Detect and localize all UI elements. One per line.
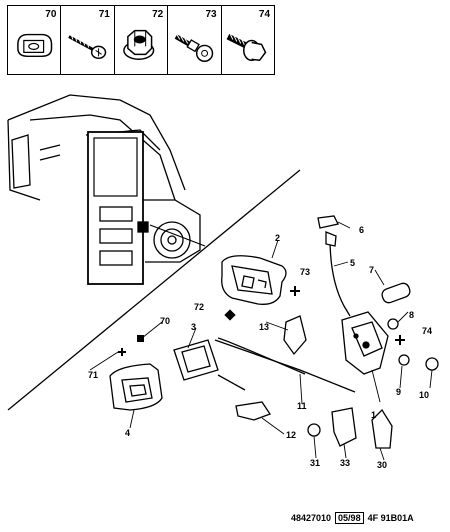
part-31 [307,423,321,437]
fastener-table: 70 71 72 73 [7,5,275,75]
part-9 [398,354,410,366]
part-10 [425,357,439,371]
van-rear-quarter [7,94,206,285]
callout-7: 7 [369,265,374,275]
footer-ref: 48427010 [291,513,332,523]
part-30 [371,408,393,449]
callout-9: 9 [396,387,401,397]
flange-bolt-icon [226,33,267,62]
fastener-cell-72: 72 [115,6,169,74]
shouldered-bolt-icon [174,34,214,63]
fastener-cell-70: 70 [8,6,62,74]
plus-markers [118,286,405,356]
callout-74: 74 [422,326,432,336]
lock-1 [341,311,389,375]
fastener-ref-74: 74 [258,9,271,20]
callout-73: 73 [300,267,310,277]
divider-line [7,169,301,411]
small-parts [235,215,439,449]
interior-handle-4 [109,363,163,411]
part-12 [235,401,271,421]
callout-13: 13 [259,322,269,332]
fastener-ref-73: 73 [205,9,217,20]
bezel-3 [173,339,219,381]
part-8 [387,318,399,330]
fastener-ref-70: 70 [45,9,57,20]
fastener-ref-72: 72 [152,9,164,20]
part-33 [331,407,357,447]
callout-33: 33 [340,458,350,468]
fastener-cell-74: 74 [222,6,274,74]
rods-cables [214,231,356,393]
callout-2: 2 [275,233,280,243]
callout-12: 12 [286,430,296,440]
fastener-ref-71: 71 [98,9,110,20]
callout-1: 1 [371,410,376,420]
footer-code: 4F 91B01A [367,513,414,523]
callout-3: 3 [191,322,196,332]
leader-lines [89,221,433,461]
callout-70: 70 [160,316,170,326]
callout-30: 30 [377,460,387,470]
footer-date: 05/98 [335,512,364,524]
callout-5: 5 [350,258,355,268]
flange-nut-icon [122,29,155,61]
callout-31: 31 [310,458,320,468]
clip-nut-icon [17,33,53,58]
part-7 [381,282,411,304]
callout-11: 11 [297,401,307,411]
callout-6: 6 [359,225,364,235]
fastener-cell-71: 71 [61,6,115,74]
self-tapping-screw-icon [68,33,107,60]
callout-8: 8 [409,310,414,320]
fastener-markers [137,309,236,342]
part-13 [283,315,307,356]
footer-reference: 48427010 05/98 4F 91B01A [291,512,414,524]
fastener-cell-73: 73 [168,6,222,74]
callout-10: 10 [419,390,429,400]
exterior-handle-2 [221,255,287,305]
callout-72: 72 [194,302,204,312]
part-6 [317,215,339,229]
callout-71: 71 [88,370,98,380]
callout-4: 4 [125,428,130,438]
